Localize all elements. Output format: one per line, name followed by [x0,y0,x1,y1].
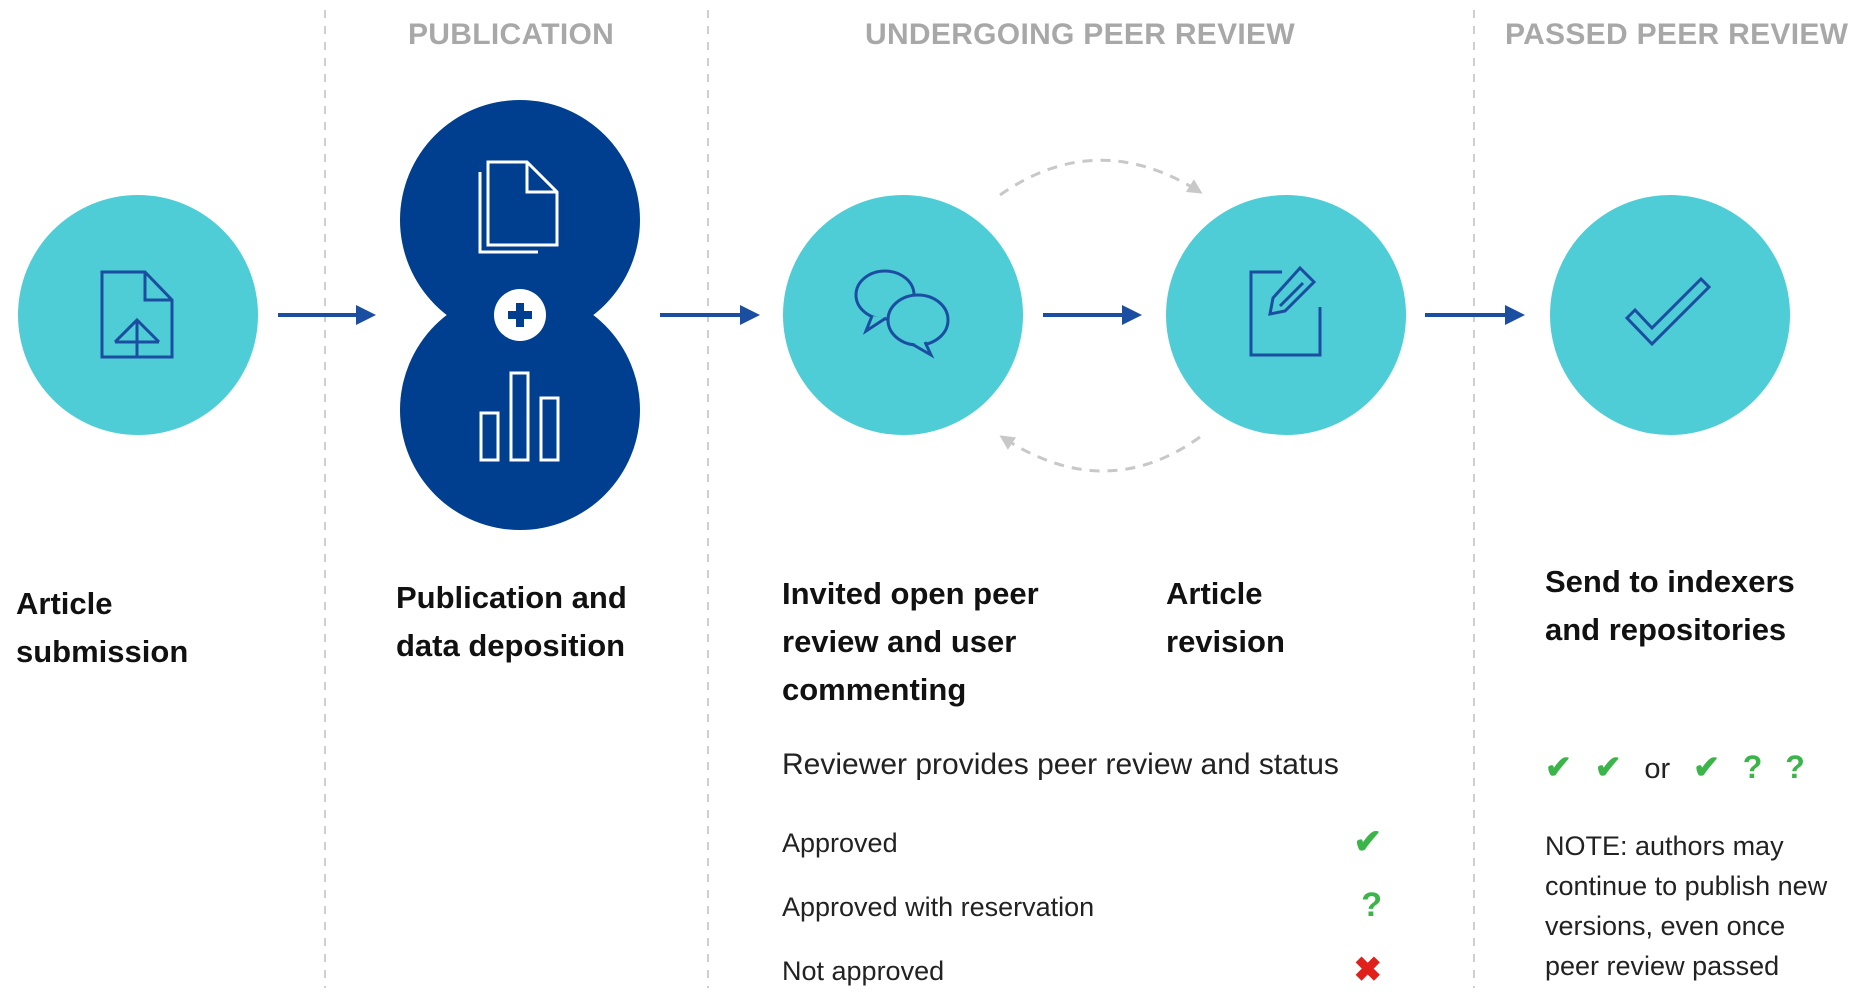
step-label-peer-review: Invited open peer review and user commen… [782,576,1039,707]
step-label-revision: Article revision [1166,576,1285,659]
green-check-icon: ✔ [1693,749,1720,785]
step-label-publication: Publication and data deposition [396,580,627,663]
speech-bubbles-icon [854,269,950,359]
indexers-node [1550,195,1790,435]
status-row-approved-with-reservation: Approved with reservation ? [782,886,1382,932]
status-label: Not approved [782,956,945,986]
green-check-icon: ✔ [1353,823,1383,861]
status-row-approved: Approved ✔ [782,823,1382,868]
column-title-publication: PUBLICATION [408,18,615,51]
revision-loop-arrow [999,158,1203,197]
authors-note: NOTE: authors may continue to publish ne… [1545,831,1828,981]
document-upload-icon [100,270,174,359]
article-submission-node [18,195,258,435]
checkmark-icon [1624,276,1712,347]
status-row-not-approved: Not approved ✖ [782,951,1382,996]
step-label-indexers: Send to indexers and repositories [1545,564,1795,647]
green-question-icon: ? [1742,749,1763,785]
article-revision-node [1166,195,1406,435]
review-status-heading: Reviewer provides peer review and status [782,748,1339,781]
green-check-icon: ✔ [1545,749,1572,785]
documents-icon [478,160,559,254]
publication-node [400,100,640,530]
column-title-undergoing-review: UNDERGOING PEER REVIEW [865,18,1295,51]
status-label: Approved with reservation [782,892,1095,922]
bar-chart-icon [479,371,560,462]
green-check-icon: ✔ [1594,749,1622,785]
status-label: Approved [782,828,898,858]
step-label-submission: Article submission [16,586,189,669]
red-cross-icon: ✖ [1353,951,1383,989]
green-question-icon: ? [1361,886,1382,924]
edit-document-icon [1249,265,1322,357]
plus-icon [494,289,546,341]
green-question-icon: ? [1785,749,1805,785]
column-title-passed-review: PASSED PEER REVIEW [1505,18,1849,51]
peer-review-node [783,195,1023,435]
passed-status-legend: ✔ ✔ or ✔ ? ? [1545,748,1819,792]
legend-or-text: or [1644,753,1671,785]
revision-loop-arrow [999,435,1201,473]
